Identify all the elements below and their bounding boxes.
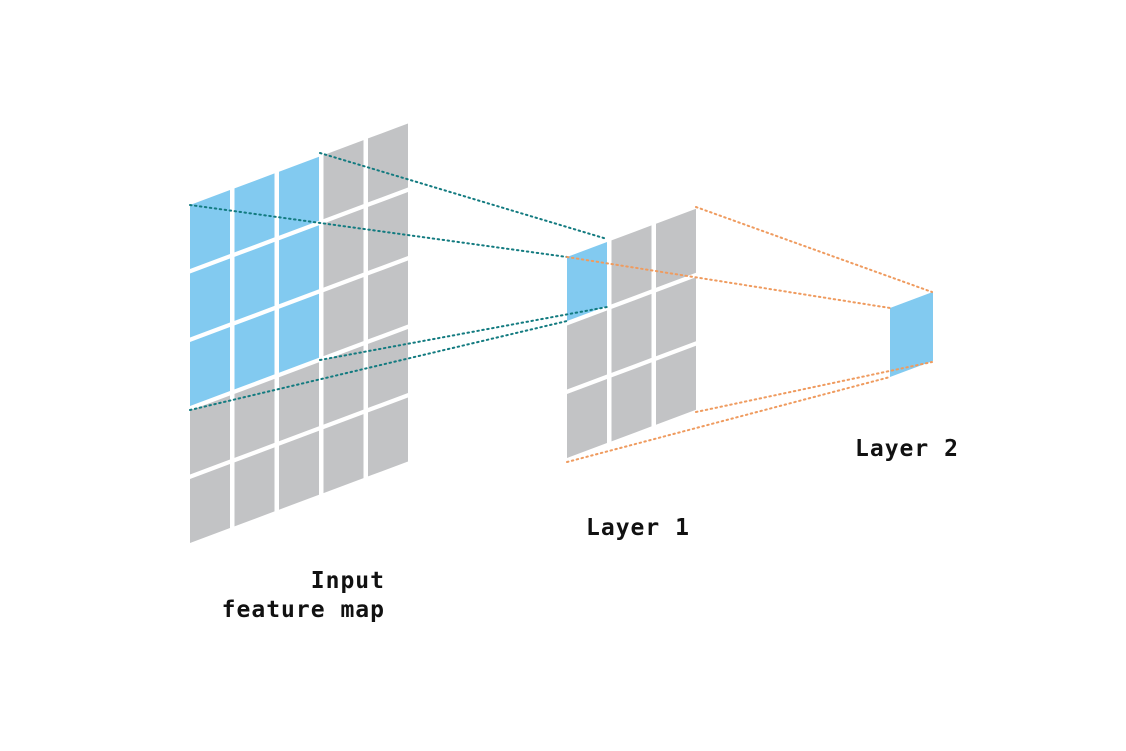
layer-1-cell-r2-c2 <box>611 293 652 373</box>
input-cell-r3-c1 <box>190 327 230 406</box>
layer-1-label: Layer 1 <box>586 515 690 541</box>
input-cell-r5-c3 <box>279 430 319 510</box>
input-cell-r1-c4 <box>323 140 364 220</box>
connector-teal-4 <box>189 320 568 411</box>
input-cell-r4-c1 <box>190 395 230 475</box>
layer-2-label: Layer 2 <box>855 436 959 462</box>
input-label-line-1: Input <box>311 568 385 594</box>
layer-1-cell-r1-c1 <box>567 242 607 321</box>
input-cell-r5-c1 <box>190 464 230 543</box>
input-cell-r2-c2 <box>234 241 275 321</box>
connector-orange-4 <box>566 376 891 463</box>
layer-1-cell-r3-c1 <box>567 379 607 458</box>
input-cell-r4-c2 <box>234 378 275 458</box>
input-cell-r5-c2 <box>234 447 275 527</box>
input-cell-r3-c4 <box>323 277 364 357</box>
input-cell-r4-c5 <box>368 328 408 408</box>
connector-orange-1 <box>695 206 933 293</box>
layer-2-cell-r1-c1 <box>890 291 933 377</box>
layer-1-cell-r3-c2 <box>611 362 652 442</box>
input-cell-r5-c4 <box>323 414 364 494</box>
input-cell-r3-c5 <box>368 260 408 340</box>
layer-1-cell-r2-c1 <box>567 310 607 390</box>
input-cell-r2-c3 <box>279 225 319 305</box>
input-cell-r3-c2 <box>234 310 275 390</box>
connector-teal-3 <box>319 306 608 361</box>
layer-1-cell-r1-c2 <box>611 225 652 305</box>
input-cell-r4-c3 <box>279 362 319 442</box>
connector-orange-3 <box>695 361 933 413</box>
input-cell-r3-c3 <box>279 293 319 373</box>
input-cell-r1-c1 <box>190 190 230 269</box>
connectors-input-to-layer-1 <box>189 152 608 411</box>
input-cell-r1-c3 <box>279 156 319 236</box>
layer-1-cell-r3-c3 <box>656 345 696 425</box>
connector-teal-2 <box>189 204 568 258</box>
input-feature-map-grid <box>190 123 408 543</box>
input-cell-r1-c2 <box>234 173 275 253</box>
input-cell-r1-c5 <box>368 123 408 203</box>
input-cell-r5-c5 <box>368 397 408 477</box>
layer-1-cell-r1-c3 <box>656 208 696 288</box>
input-cell-r2-c4 <box>323 208 364 288</box>
input-cell-r4-c4 <box>323 345 364 425</box>
connector-orange-2 <box>566 256 891 309</box>
input-cell-r2-c1 <box>190 258 230 338</box>
layer-1-grid <box>567 208 696 458</box>
input-label-line-2: feature map <box>222 597 385 623</box>
connector-teal-1 <box>319 152 608 240</box>
layer-1-cell-r2-c3 <box>656 277 696 357</box>
connectors-layer-1-to-layer-2 <box>566 206 933 463</box>
layer-2-grid <box>890 291 933 377</box>
